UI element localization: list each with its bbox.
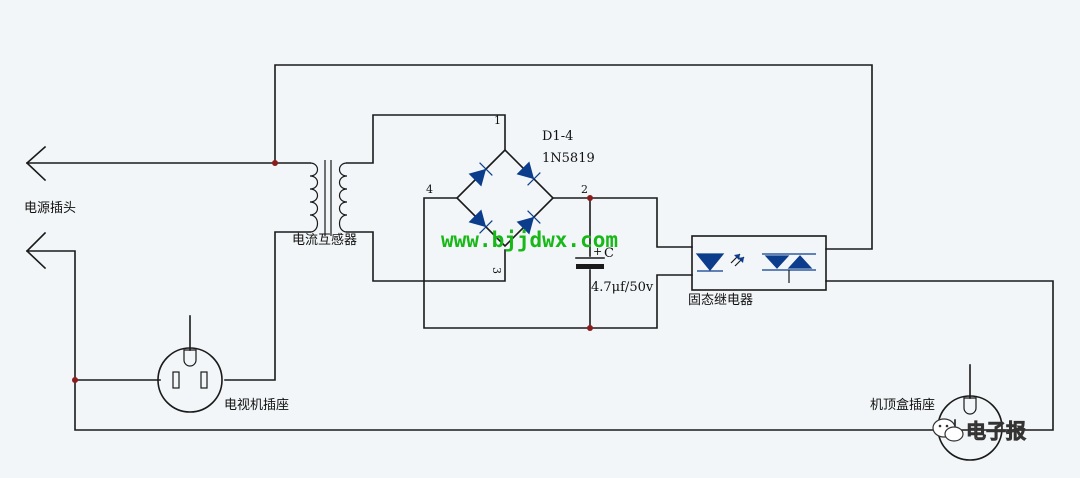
- pin-3-label: 3: [490, 267, 503, 274]
- current-transformer: [309, 160, 348, 236]
- tv-socket-label: 电视机插座: [224, 398, 289, 413]
- junction-dots: [72, 160, 593, 383]
- tv-socket: [157, 347, 223, 413]
- led-icon: [695, 253, 745, 272]
- relay-label: 固态继电器: [688, 293, 753, 308]
- triac-icon: [762, 253, 816, 283]
- wechat-icon: [932, 418, 964, 442]
- capacitor-value-label: 4.7μf/50v: [591, 280, 654, 295]
- diode-ref-label: D1-4: [542, 129, 573, 144]
- bridge-rectifier: [455, 148, 555, 248]
- capacitor-ref-label: C: [604, 246, 614, 261]
- plug-label: 电源插头: [24, 201, 76, 216]
- stb-socket-label: 机顶盒插座: [870, 397, 935, 413]
- capacitor: [575, 257, 605, 269]
- transformer-label: 电流互感器: [292, 232, 357, 248]
- brand-watermark: 电子报: [932, 418, 1026, 443]
- wires: [26, 64, 1054, 431]
- capacitor-plus: +: [593, 245, 602, 258]
- brand-text: 电子报: [966, 419, 1026, 443]
- pin-2-label: 2: [581, 183, 588, 196]
- solid-state-relay: [691, 235, 827, 291]
- pin-4-label: 4: [426, 183, 433, 196]
- pin-1-label: 1: [494, 114, 501, 127]
- watermark-url: www.bjjdwx.com: [441, 228, 618, 252]
- diode-part-label: 1N5819: [542, 151, 595, 166]
